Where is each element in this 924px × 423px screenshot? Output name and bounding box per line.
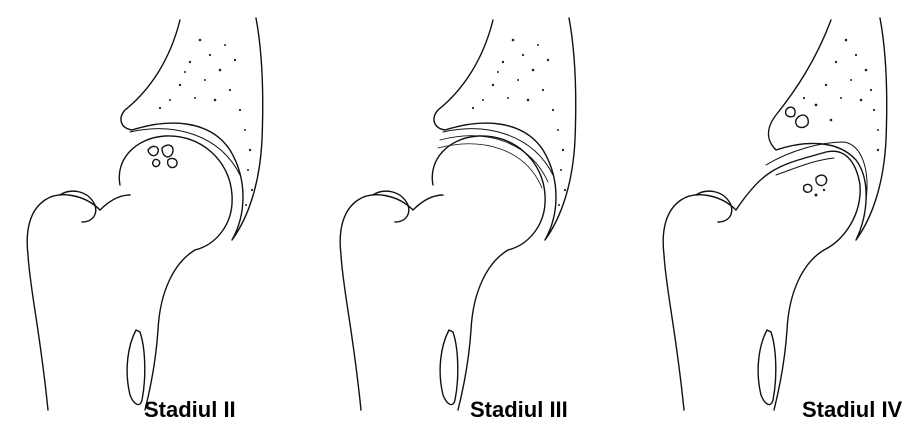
hip-joint-drawing-stage-4 — [616, 0, 924, 423]
femur-outline — [27, 195, 100, 410]
femoral-head — [119, 136, 232, 250]
femur-outline — [663, 195, 736, 410]
panel-stage-2: Stadiul II — [0, 0, 308, 423]
acetabulum-outline — [121, 18, 263, 240]
acetabulum-outline — [434, 18, 576, 240]
stage-label: Stadiul II — [144, 399, 236, 421]
acetabulum-outline — [769, 18, 887, 240]
hip-joint-drawing-stage-3 — [308, 0, 616, 423]
hip-joint-drawing-stage-2 — [0, 0, 308, 423]
panel-stage-4: Stadiul IV — [616, 0, 924, 423]
stage-label: Stadiul III — [470, 399, 568, 421]
femoral-head — [771, 151, 860, 250]
panel-stage-3: Stadiul III — [308, 0, 616, 423]
femur-outline — [340, 195, 413, 410]
femoral-head — [432, 136, 545, 250]
stage-label: Stadiul IV — [802, 399, 902, 421]
